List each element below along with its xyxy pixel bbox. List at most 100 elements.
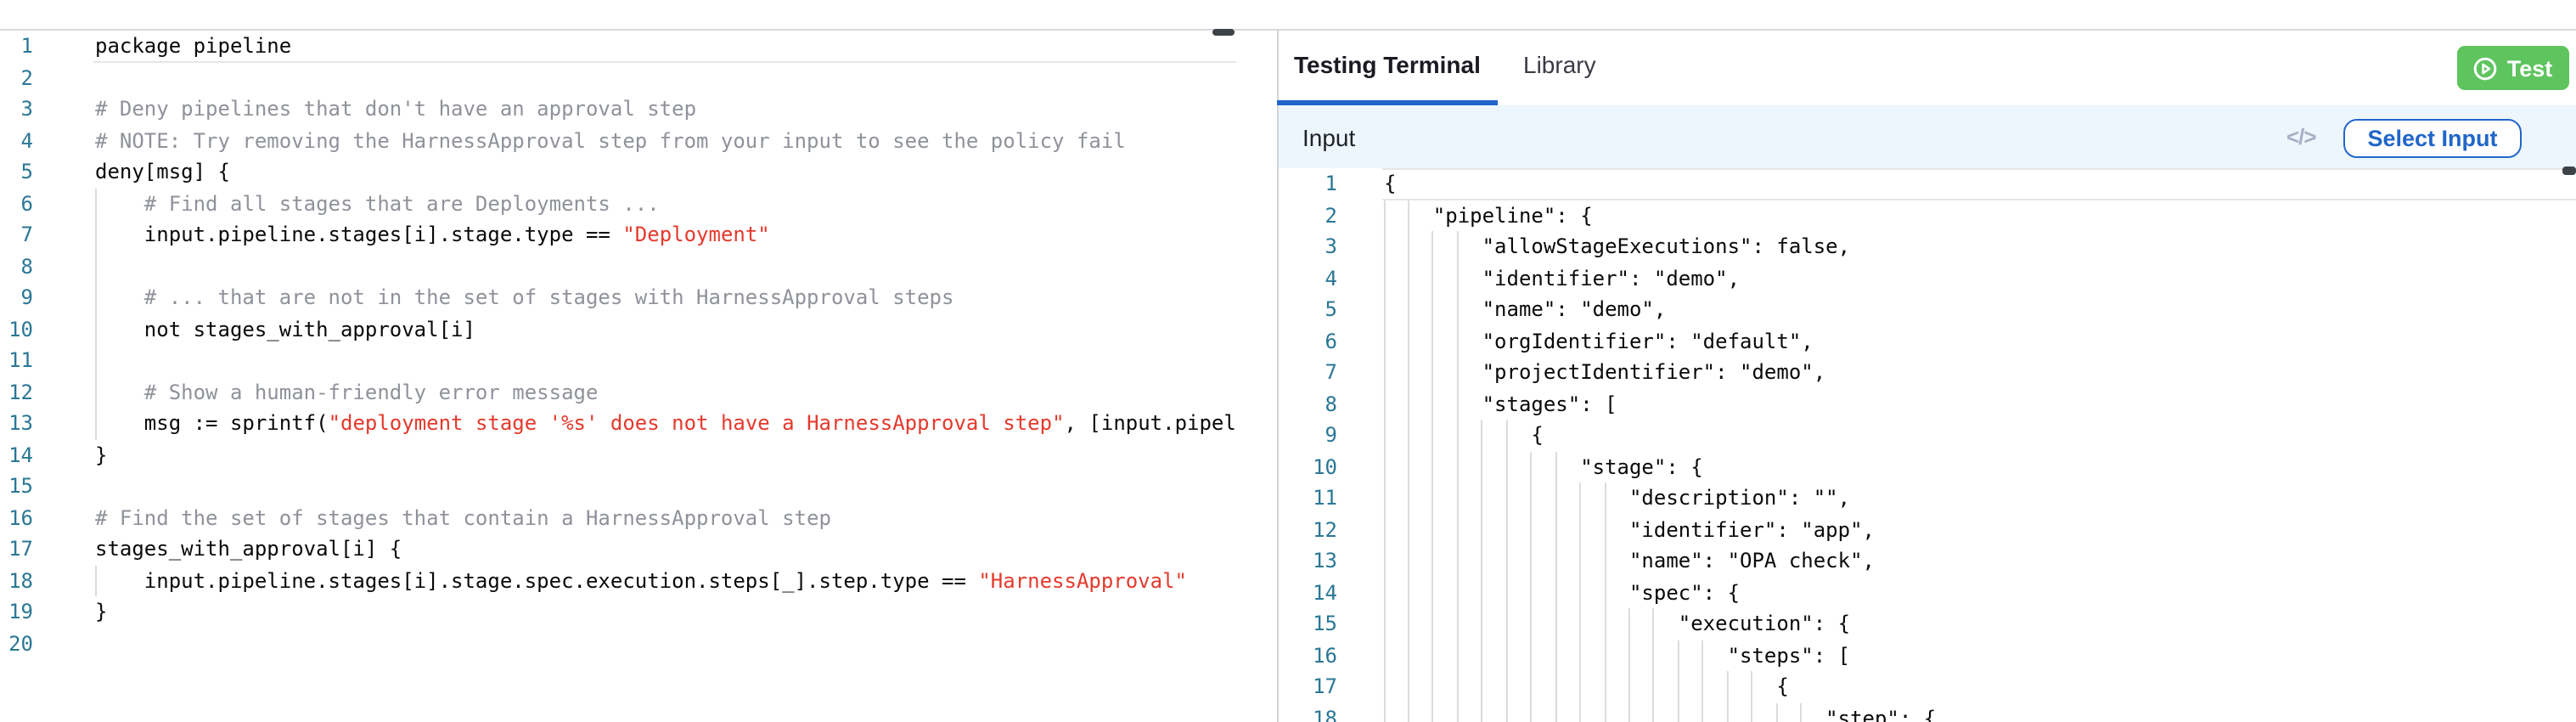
code-line[interactable]: 15 <box>0 471 1235 502</box>
code-text: "steps": [ <box>1384 643 1851 667</box>
left-editor-scrollbar-thumb[interactable] <box>1212 29 1235 35</box>
code-line[interactable]: 5 "name": "demo", <box>1278 294 2576 325</box>
code-line[interactable]: 14 "spec": { <box>1278 577 2576 608</box>
code-line[interactable]: 16 "steps": [ <box>1278 640 2576 671</box>
code-line[interactable]: 7 "projectIdentifier": "demo", <box>1278 357 2576 388</box>
line-number: 3 <box>1325 234 1337 258</box>
code-line[interactable]: 8 "stages": [ <box>1278 388 2576 420</box>
code-line[interactable]: 3# Deny pipelines that don't have an app… <box>0 93 1235 125</box>
indent-guide <box>1652 671 1655 702</box>
indent-guide <box>1579 482 1582 514</box>
code-line[interactable]: 14} <box>0 439 1235 471</box>
line-number: 17 <box>8 537 33 561</box>
indent-guide <box>1530 671 1533 702</box>
code-text: input.pipeline.stages[i].stage.spec.exec… <box>95 568 1187 592</box>
indent-guide <box>1431 325 1434 357</box>
code-line[interactable]: 6 # Find all stages that are Deployments… <box>0 188 1235 219</box>
code-text: "description": "", <box>1384 486 1851 510</box>
indent-guide <box>1431 357 1434 388</box>
panel-divider[interactable] <box>1276 29 1278 722</box>
code-line[interactable]: 4# NOTE: Try removing the HarnessApprova… <box>0 125 1235 156</box>
indent-guide <box>1555 577 1557 608</box>
indent-guide <box>1456 357 1459 388</box>
indent-guide <box>1751 671 1753 702</box>
code-line[interactable]: 1{ <box>1278 168 2576 200</box>
indent-guide <box>94 345 96 376</box>
code-line[interactable]: 3 "allowStageExecutions": false, <box>1278 231 2576 262</box>
indent-guide <box>1407 640 1409 671</box>
code-line[interactable]: 4 "identifier": "demo", <box>1278 262 2576 294</box>
indent-guide <box>1505 608 1508 640</box>
indent-guide <box>1701 671 1704 702</box>
code-line[interactable]: 2 "pipeline": { <box>1278 200 2576 231</box>
indent-guide <box>1555 514 1557 545</box>
indent-guide <box>1579 514 1582 545</box>
indent-guide <box>1481 420 1483 451</box>
code-line[interactable]: 13 msg := sprintf("deployment stage '%s'… <box>0 408 1235 439</box>
code-icon[interactable]: </> <box>2286 124 2317 150</box>
indent-guide <box>1456 420 1459 451</box>
indent-guide <box>1481 451 1483 482</box>
code-line[interactable]: 15 "execution": { <box>1278 608 2576 640</box>
indent-guide <box>1604 640 1606 671</box>
tab-library[interactable]: Library <box>1523 51 1596 78</box>
tab-testing-terminal[interactable]: Testing Terminal <box>1294 51 1481 78</box>
indent-guide <box>1431 640 1434 671</box>
indent-guide <box>1677 671 1679 702</box>
code-line[interactable]: 18 input.pipeline.stages[i].stage.spec.e… <box>0 565 1235 596</box>
code-line[interactable]: 20 <box>0 628 1235 659</box>
code-line[interactable]: 19} <box>0 596 1235 628</box>
code-line[interactable]: 18 "step": { <box>1278 702 2576 722</box>
input-json-editor[interactable]: 1{2 "pipeline": {3 "allowStageExecutions… <box>1278 168 2576 722</box>
top-border <box>0 29 2576 31</box>
indent-guide <box>1407 451 1409 482</box>
indent-guide <box>1383 231 1385 262</box>
code-line[interactable]: 12 # Show a human-friendly error message <box>0 376 1235 408</box>
code-line[interactable]: 10 "stage": { <box>1278 451 2576 482</box>
code-line[interactable]: 6 "orgIdentifier": "default", <box>1278 325 2576 357</box>
code-line[interactable]: 12 "identifier": "app", <box>1278 514 2576 545</box>
code-line[interactable]: 11 "description": "", <box>1278 482 2576 514</box>
test-button[interactable]: Test <box>2456 46 2569 90</box>
code-text: "stages": [ <box>1384 392 1617 415</box>
indent-guide <box>1383 608 1385 640</box>
indent-guide <box>1456 451 1459 482</box>
code-line[interactable]: 9 # ... that are not in the set of stage… <box>0 282 1235 313</box>
code-line[interactable]: 10 not stages_with_approval[i] <box>0 313 1235 345</box>
code-line[interactable]: 17 { <box>1278 671 2576 702</box>
code-line[interactable]: 16# Find the set of stages that contain … <box>0 502 1235 533</box>
select-input-button[interactable]: Select Input <box>2343 118 2522 158</box>
code-line[interactable]: 13 "name": "OPA check", <box>1278 545 2576 577</box>
code-line[interactable]: 7 input.pipeline.stages[i].stage.type ==… <box>0 219 1235 251</box>
indent-guide <box>1628 702 1630 722</box>
code-text: "identifier": "app", <box>1384 517 1875 541</box>
indent-guide <box>1481 671 1483 702</box>
line-number: 10 <box>8 317 33 341</box>
indent-guide <box>94 408 96 439</box>
indent-guide <box>1383 514 1385 545</box>
code-line[interactable]: 9 { <box>1278 420 2576 451</box>
code-line[interactable]: 2 <box>0 62 1235 93</box>
code-line[interactable]: 8 <box>0 251 1235 282</box>
indent-guide <box>1530 702 1533 722</box>
indent-guide <box>1505 640 1508 671</box>
indent-guide <box>1431 671 1434 702</box>
indent-guide <box>1652 702 1655 722</box>
line-number: 14 <box>1313 580 1337 604</box>
indent-guide <box>1604 577 1606 608</box>
indent-guide <box>1481 640 1483 671</box>
indent-guide <box>1604 608 1606 640</box>
right-editor-scrollbar-thumb[interactable] <box>2562 166 2576 174</box>
indent-guide <box>1407 608 1409 640</box>
current-line-highlight <box>1381 168 2576 200</box>
indent-guide <box>1555 671 1557 702</box>
code-text: "stage": { <box>1384 454 1703 478</box>
code-line[interactable]: 11 <box>0 345 1235 376</box>
indent-guide <box>1456 702 1459 722</box>
code-text: "step": { <box>1384 706 1937 722</box>
